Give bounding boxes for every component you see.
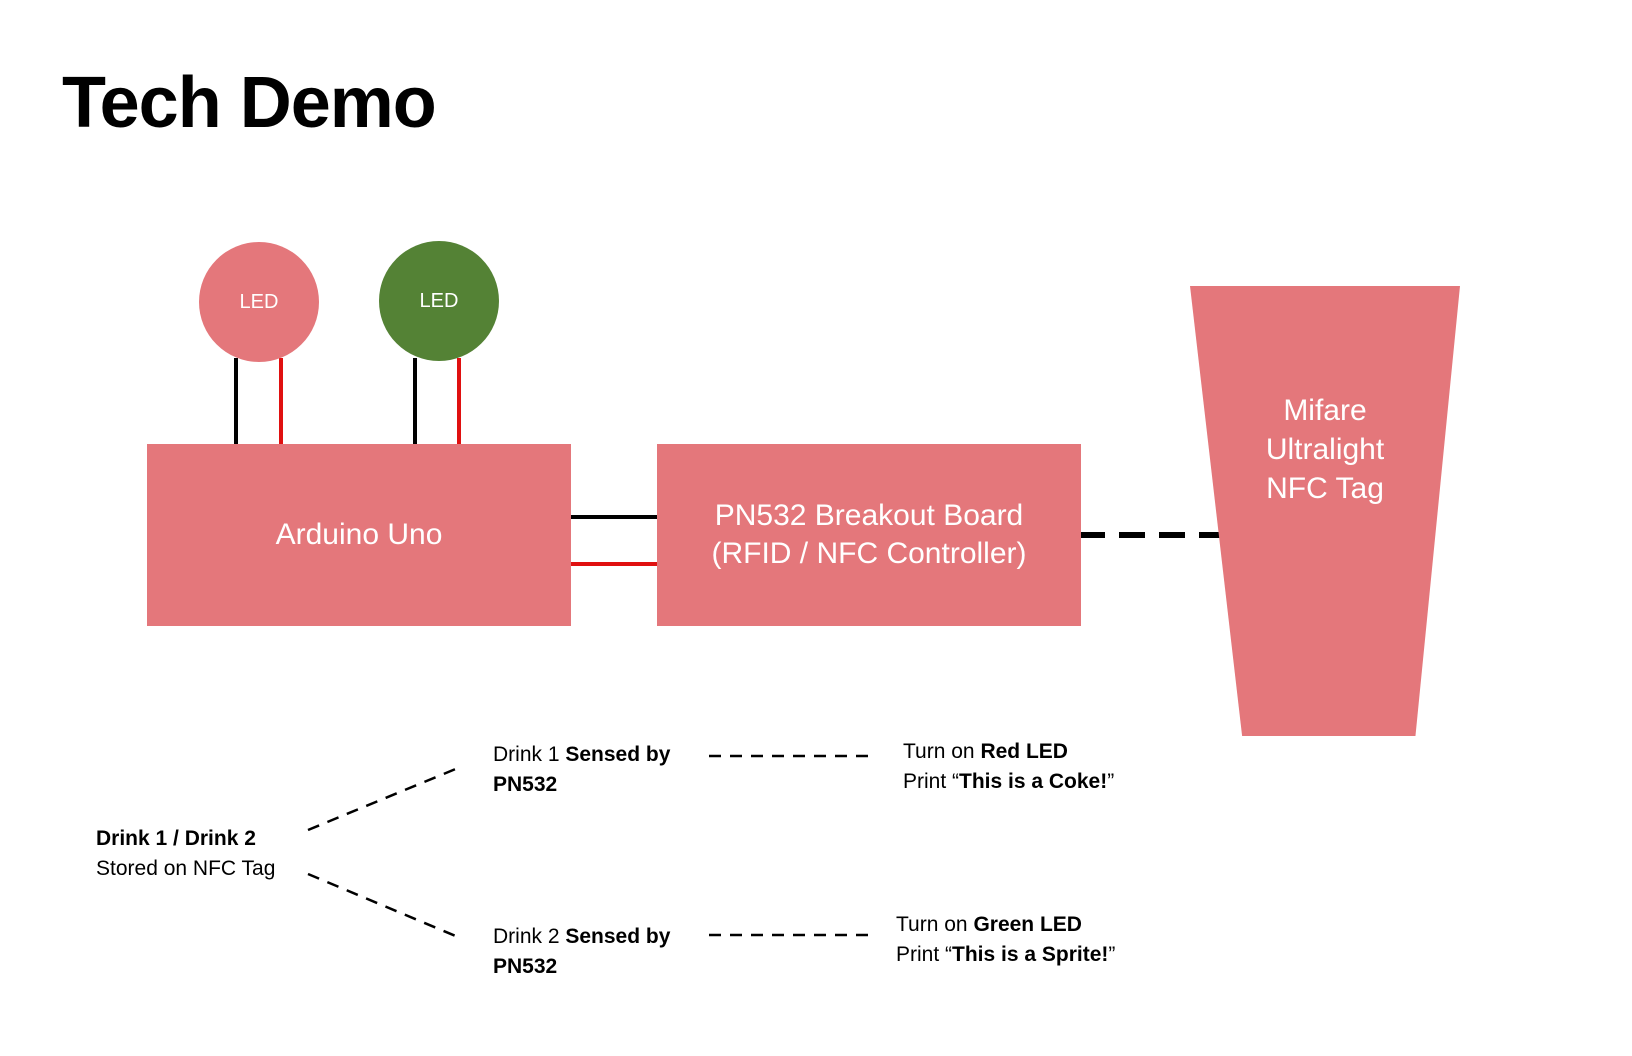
arduino-uno-block: Arduino Uno bbox=[147, 444, 571, 626]
led-red-label: LED bbox=[239, 290, 279, 313]
flow-branch1-action: Turn on Red LED Print “This is a Coke!” bbox=[903, 737, 1114, 797]
flow-link-branch2 bbox=[307, 872, 459, 939]
led-green: LED bbox=[379, 241, 499, 361]
flow-link-branch1 bbox=[307, 766, 459, 832]
nfc-tag-label-line2: Ultralight bbox=[1265, 432, 1385, 466]
branch2-sensor: PN532 bbox=[493, 955, 558, 978]
branch2-action-led: Green LED bbox=[973, 913, 1082, 936]
branch1-action-led: Red LED bbox=[980, 740, 1068, 763]
flow-source-text: Stored on NFC Tag bbox=[96, 857, 276, 880]
pn532-block: PN532 Breakout Board (RFID / NFC Control… bbox=[657, 444, 1081, 626]
branch1-sensed: Sensed by bbox=[565, 743, 671, 766]
branch2-drink: Drink 2 bbox=[493, 925, 566, 948]
pn532-label-line2: (RFID / NFC Controller) bbox=[711, 537, 1027, 570]
branch2-sensed: Sensed by bbox=[565, 925, 671, 948]
pn532-label-line1: PN532 Breakout Board bbox=[714, 499, 1024, 532]
branch1-drink: Drink 1 bbox=[493, 743, 566, 766]
branch1-print-suffix: ” bbox=[1107, 770, 1115, 793]
flow-source-title: Drink 1 / Drink 2 bbox=[96, 827, 256, 850]
branch1-action-prefix: Turn on bbox=[903, 740, 981, 763]
page-title: Tech Demo bbox=[62, 63, 437, 143]
flow-branch2-sensing: Drink 2 Sensed by PN532 bbox=[493, 922, 670, 982]
branch2-print-prefix: Print “ bbox=[896, 943, 953, 966]
branch2-action-prefix: Turn on bbox=[896, 913, 974, 936]
arduino-uno-label: Arduino Uno bbox=[275, 518, 443, 551]
branch1-print-message: This is a Coke! bbox=[959, 770, 1108, 793]
branch2-print-suffix: ” bbox=[1108, 943, 1116, 966]
led-red: LED bbox=[199, 242, 319, 362]
flow-branch2-action: Turn on Green LED Print “This is a Sprit… bbox=[896, 910, 1115, 970]
flow-source: Drink 1 / Drink 2 Stored on NFC Tag bbox=[96, 824, 275, 884]
branch1-print-prefix: Print “ bbox=[903, 770, 960, 793]
led-green-label: LED bbox=[419, 289, 459, 312]
nfc-tag-label-line1: Mifare bbox=[1283, 393, 1367, 427]
flow-branch1-sensing: Drink 1 Sensed by PN532 bbox=[493, 740, 670, 800]
branch2-print-message: This is a Sprite! bbox=[952, 943, 1109, 966]
nfc-tag-label-line3: NFC Tag bbox=[1266, 471, 1384, 505]
nfc-tag-block: Mifare Ultralight NFC Tag bbox=[1190, 286, 1460, 736]
branch1-sensor: PN532 bbox=[493, 773, 558, 796]
